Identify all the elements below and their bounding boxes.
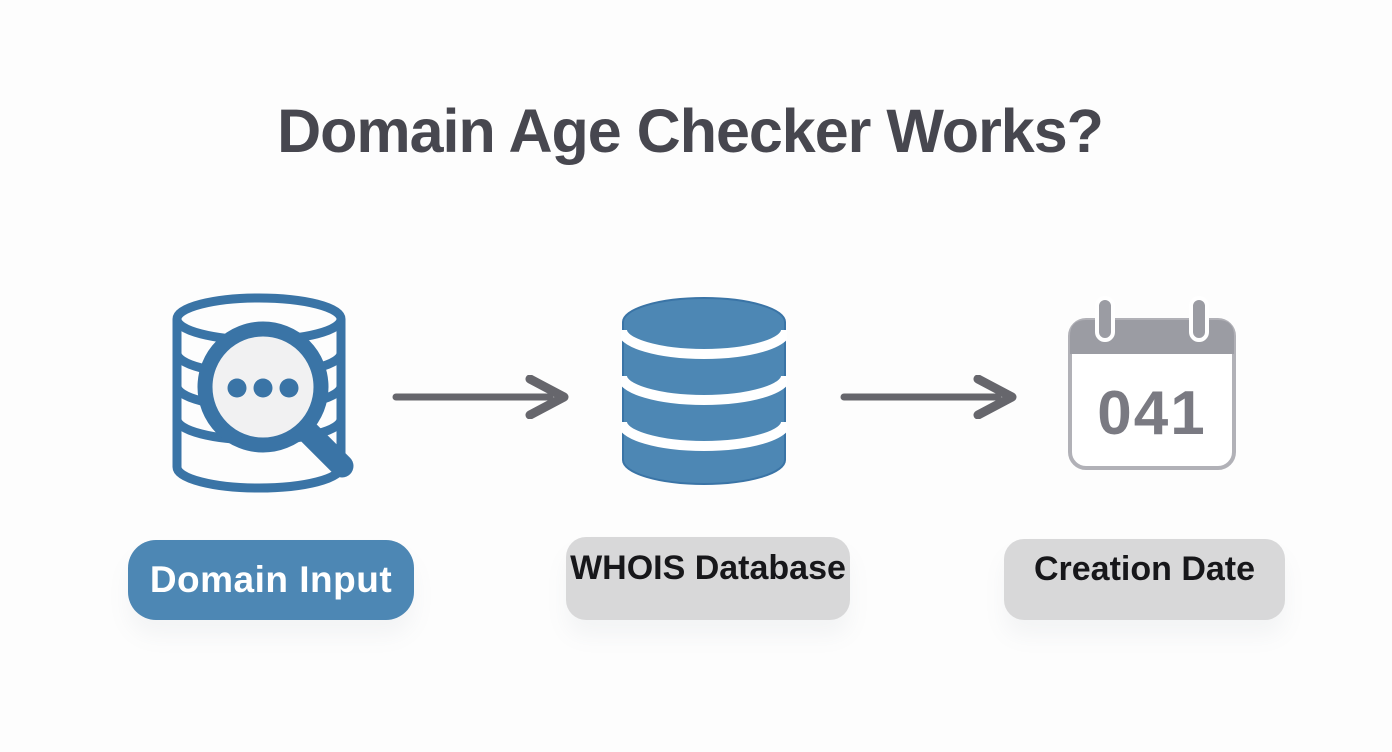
step-label-text: WHOIS Database bbox=[570, 549, 846, 587]
step-label-creation-date: Creation Date bbox=[1004, 539, 1285, 620]
step-label-domain-input: Domain Input bbox=[128, 540, 414, 620]
calendar-number: 041 bbox=[1097, 379, 1206, 448]
step-label-text: Domain Input bbox=[149, 559, 393, 600]
step-label-text: Creation Date bbox=[1033, 550, 1256, 588]
database-icon bbox=[621, 296, 787, 486]
page-title: Domain Age Checker Works? bbox=[277, 97, 1104, 165]
calendar-icon: 041 bbox=[1066, 296, 1238, 472]
database-search-icon-svg bbox=[172, 293, 354, 493]
calendar-icon-svg: 041 bbox=[1068, 296, 1236, 470]
step-label-whois-database: WHOIS Database bbox=[566, 537, 850, 620]
database-icon-svg bbox=[621, 297, 787, 485]
database-search-icon bbox=[163, 283, 375, 495]
arrow-right-icon bbox=[840, 375, 1020, 419]
arrow-right-icon bbox=[392, 375, 572, 419]
